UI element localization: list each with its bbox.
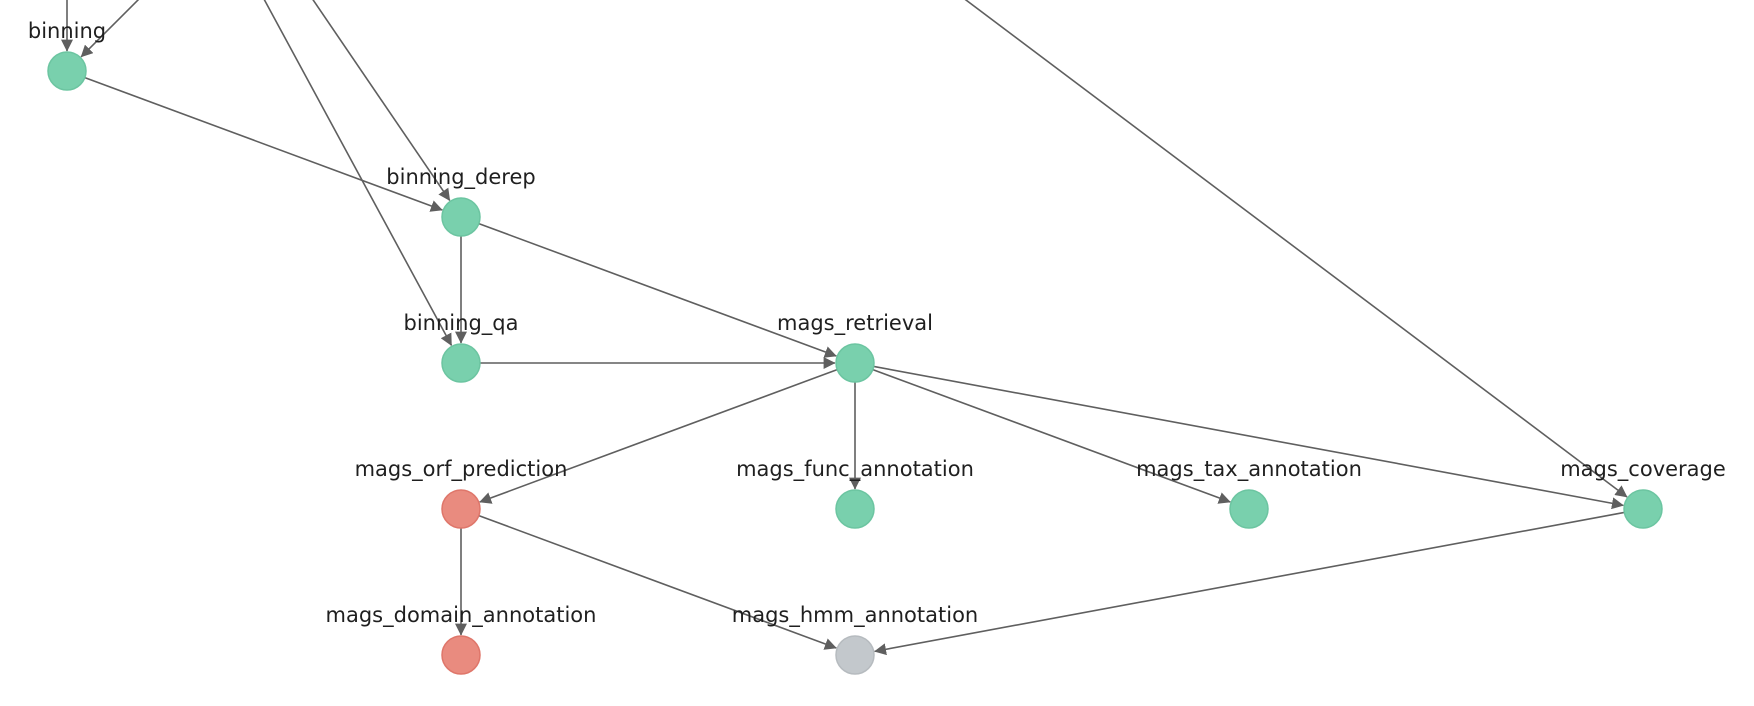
node-label-binning-derep: binning_derep [386,165,535,190]
node-mags-domain-annotation[interactable] [441,635,481,675]
node-binning[interactable] [47,51,87,91]
node-mags-hmm-annotation[interactable] [835,635,875,675]
node-mags-orf-prediction[interactable] [441,489,481,529]
edge-binning_derep-to-mags_retrieval [478,222,837,358]
edge-mags_orf_prediction-to-mags_hmm_annotation [478,514,837,650]
node-label-mags-orf-prediction: mags_orf_prediction [355,457,568,482]
labels-layer: binning binning_derep binning_qa mags_retri… [28,19,1726,628]
node-binning-qa[interactable] [441,343,481,383]
nodes-layer [47,51,1663,675]
edge-mags_retrieval-to-mags_coverage [873,365,1624,510]
node-label-mags-coverage: mags_coverage [1560,457,1726,482]
edge-offscreen-to-binning_qa [263,0,453,346]
node-label-mags-domain-annotation: mags_domain_annotation [326,603,597,628]
edges-layer [61,0,1628,656]
node-label-mags-tax-annotation: mags_tax_annotation [1136,457,1362,482]
node-mags-retrieval[interactable] [835,343,875,383]
edge-mags_retrieval-to-mags_orf_prediction [479,368,838,504]
edge-binning-to-binning_derep [84,76,443,212]
edge-offscreen-to-binning_derep [312,0,451,201]
node-mags-tax-annotation[interactable] [1229,489,1269,529]
edge-mags_retrieval-to-mags_tax_annotation [872,368,1231,504]
node-label-binning: binning [28,19,106,43]
node-mags-func-annotation[interactable] [835,489,875,529]
node-mags-coverage[interactable] [1623,489,1663,529]
edge-offscreen-to-binning [80,0,140,58]
node-label-mags-retrieval: mags_retrieval [777,311,933,336]
node-label-binning-qa: binning_qa [404,311,519,336]
edge-mags_coverage-to-mags_hmm_annotation [874,511,1625,656]
node-label-mags-func-annotation: mags_func_annotation [736,457,974,482]
node-label-mags-hmm-annotation: mags_hmm_annotation [732,603,978,628]
node-binning-derep[interactable] [441,197,481,237]
edge-offscreen-to-mags_coverage [964,0,1628,498]
